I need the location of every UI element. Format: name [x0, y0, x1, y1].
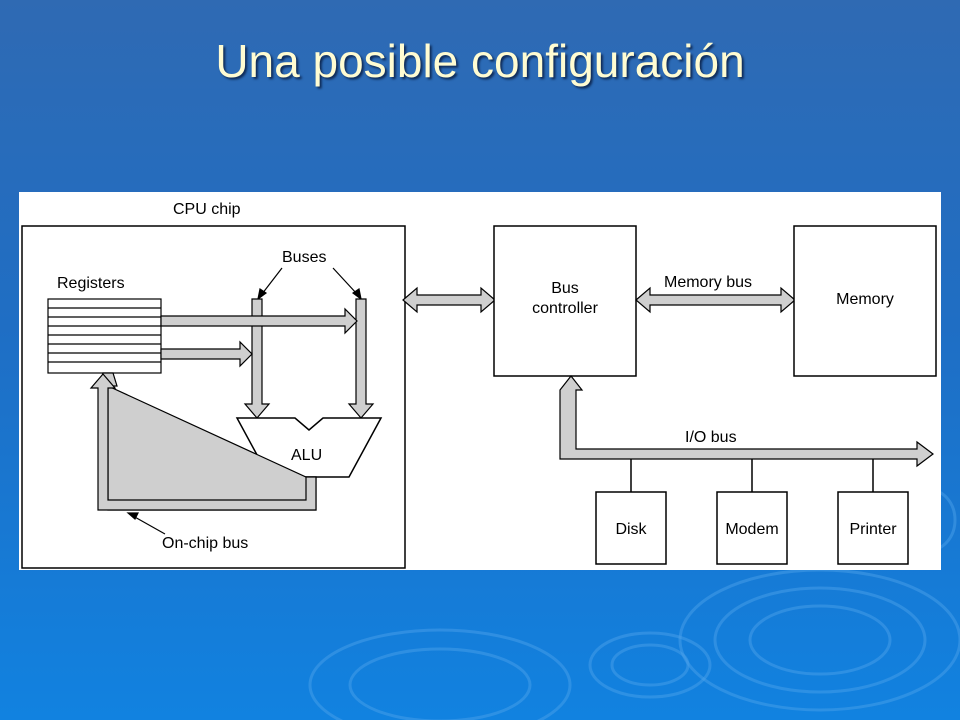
slide-title: Una posible configuración	[215, 35, 745, 87]
io-device-connectors	[630, 459, 874, 492]
buses-pointer-arrows	[257, 267, 362, 301]
printer-label: Printer	[849, 521, 897, 538]
bus-controller-label-line2: controller	[532, 300, 598, 317]
modem-label: Modem	[725, 521, 778, 538]
bus-controller-box	[493, 225, 637, 377]
right-bus-arrow	[347, 298, 375, 419]
disk-label: Disk	[615, 521, 647, 538]
on-chip-bus-loop-arrow	[89, 373, 317, 511]
io-bus-label: I/O bus	[685, 429, 737, 446]
cpu-system-diagram: CPU chip Registers Buses ALU On-chip bus…	[19, 192, 941, 570]
buses-label: Buses	[282, 249, 326, 266]
registers-block	[47, 298, 162, 374]
bus-controller-label-line1: Bus	[551, 280, 579, 297]
io-bus-arrow	[559, 375, 934, 468]
printer-box	[837, 491, 909, 565]
register-to-left-bus-arrow	[160, 340, 253, 368]
on-chip-bus-label: On-chip bus	[162, 535, 248, 552]
cpu-chip-label: CPU chip	[173, 201, 241, 218]
disk-box	[595, 491, 667, 565]
memory-box	[793, 225, 937, 377]
memory-bus-label: Memory bus	[664, 274, 752, 291]
cpu-chip-box	[21, 225, 406, 569]
modem-box	[716, 491, 788, 565]
memory-label: Memory	[836, 291, 894, 308]
alu-label: ALU	[291, 447, 322, 464]
registers-label: Registers	[57, 275, 125, 292]
register-to-right-bus-arrow	[160, 307, 358, 335]
on-chip-bus-pointer	[126, 512, 166, 535]
